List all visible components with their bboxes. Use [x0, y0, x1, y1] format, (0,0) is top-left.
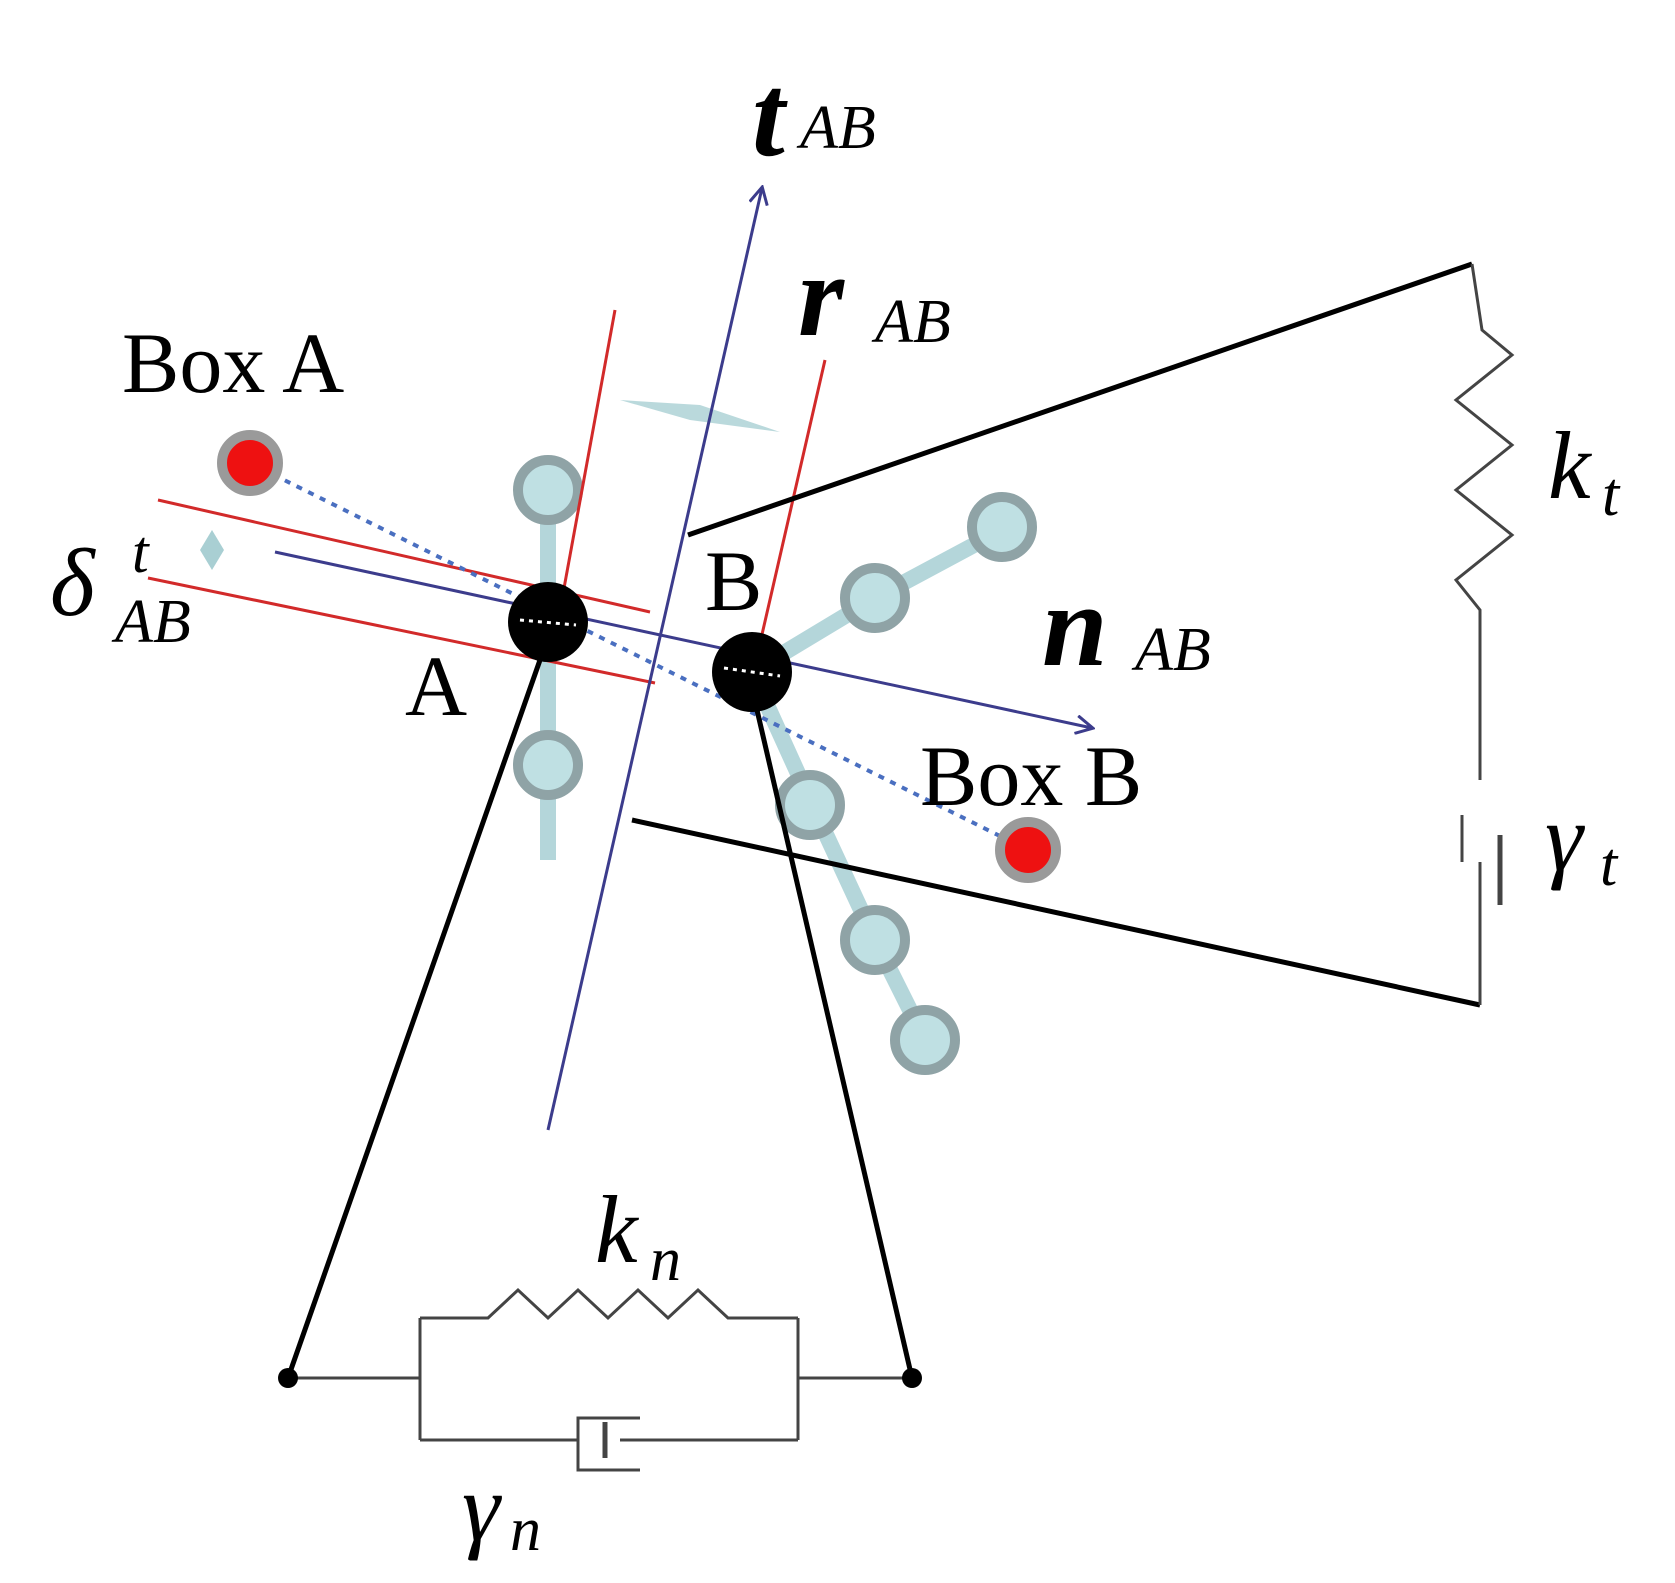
label-r-subscript: AB [871, 288, 951, 356]
box-b-center [995, 817, 1061, 883]
particle-b3 [775, 770, 845, 840]
chain-link-b2 [744, 668, 933, 1044]
label-gamma-n: γ [462, 1454, 502, 1561]
label-point-b: B [705, 533, 762, 629]
contact-a-dots [519, 618, 577, 627]
particle-chains [513, 455, 1037, 1075]
axes [274, 188, 1092, 1131]
label-kn: k [595, 1176, 640, 1283]
normal-dashpot-cylinder [576, 1416, 640, 1472]
contact-line-b-vertical [753, 359, 827, 666]
contact-line-a-vertical [558, 309, 617, 611]
tangential-gap-arrow [620, 400, 780, 432]
center-lines [249, 461, 1029, 852]
label-kn-subscript: n [650, 1226, 681, 1294]
tangential-spring-dashpot [1453, 263, 1515, 1005]
normal-node-left [278, 1368, 298, 1388]
label-kt-subscript: t [1602, 461, 1621, 529]
leader-lines [285, 261, 1481, 1379]
label-delta: δ [50, 529, 96, 636]
label-gamma-n-subscript: n [510, 1496, 541, 1564]
label-t-vector: t [752, 50, 788, 181]
label-box-a: Box A [122, 315, 344, 411]
leader-tangential-top [687, 261, 1473, 538]
label-delta-subscript: AB [111, 588, 191, 656]
box-centers [217, 430, 1061, 883]
label-n-subscript: AB [1131, 616, 1211, 684]
tangential-spring [1453, 263, 1515, 780]
box-a-center [217, 430, 283, 496]
particle-b2 [967, 492, 1037, 562]
contact-line-lower [147, 576, 656, 685]
normal-spring [420, 1287, 798, 1321]
n-axis [274, 550, 1092, 728]
t-axis [546, 188, 762, 1131]
leader-tangential-bottom [631, 817, 1481, 1008]
particle-b4 [840, 905, 910, 975]
normal-node-right [902, 1368, 922, 1388]
contact-points [508, 582, 792, 712]
label-t-subscript: AB [796, 94, 876, 162]
label-n-vector: n [1042, 560, 1108, 691]
contact-b-dots [723, 666, 781, 678]
leader-b-normal [754, 709, 915, 1379]
label-gamma-t: γ [1545, 784, 1585, 891]
center-line [249, 461, 1029, 852]
label-point-a: A [405, 638, 467, 734]
label-kt: k [1548, 412, 1593, 519]
normal-spring-dashpot [288, 1287, 912, 1472]
gap-indicators [200, 400, 780, 570]
leader-a-normal [285, 659, 543, 1379]
label-box-b: Box B [920, 728, 1142, 824]
particle-a1 [513, 455, 583, 525]
particle-b5 [890, 1005, 960, 1075]
normal-gap-arrow [200, 530, 224, 570]
label-gamma-t-subscript: t [1600, 831, 1619, 899]
label-r-vector: r [798, 230, 845, 361]
label-delta-superscript: t [132, 519, 150, 585]
particle-a2 [513, 730, 583, 800]
labels: Box A Box B A B t AB r AB n AB δ t AB k … [50, 50, 1621, 1564]
particle-b1 [840, 563, 910, 633]
